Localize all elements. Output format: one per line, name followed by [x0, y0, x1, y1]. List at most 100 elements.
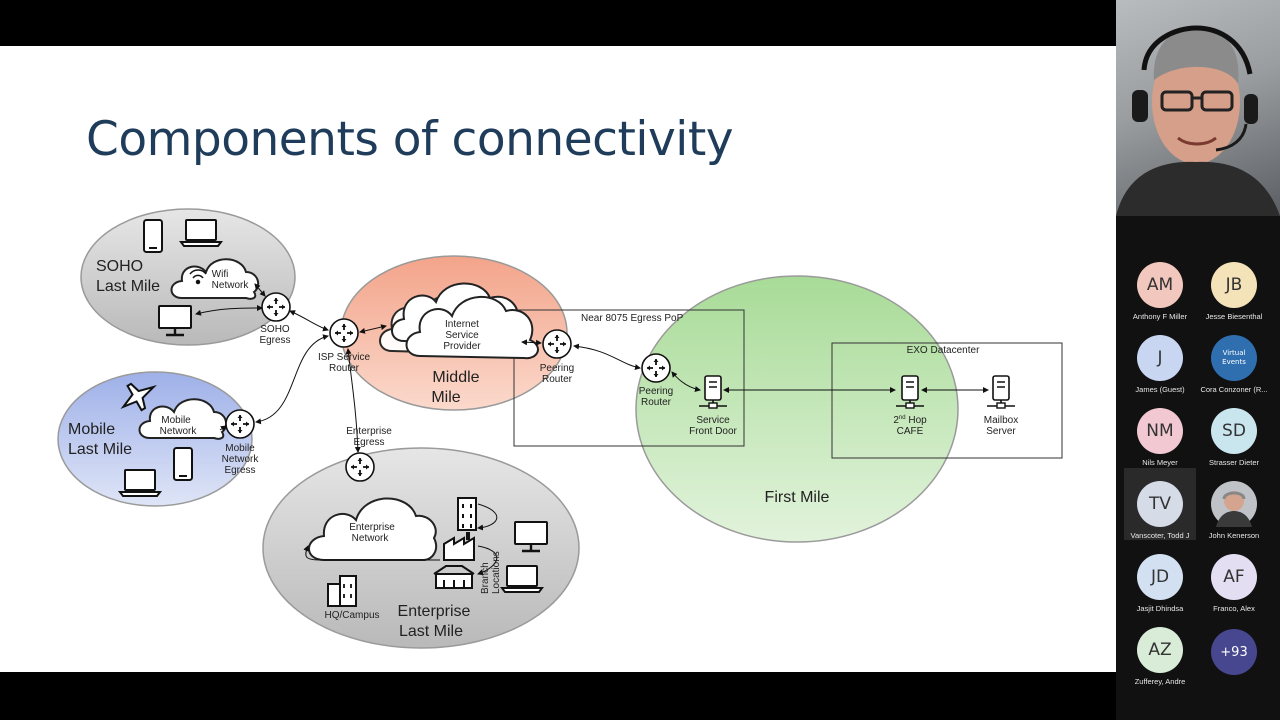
- participant-avatar[interactable]: JD: [1137, 554, 1183, 600]
- peering-router-1-label-2: Router: [542, 374, 573, 385]
- participant-tile[interactable]: JB Jesse Biesenthal: [1197, 262, 1271, 321]
- participant-name: Anthony F Miller: [1132, 312, 1188, 321]
- participant-tile[interactable]: AZ Zufferey, Andre: [1123, 627, 1197, 686]
- mailbox-label-2: Server: [986, 426, 1016, 437]
- enterprise-egress-router-icon: [345, 452, 375, 482]
- mobile-egress-label-2: Network: [222, 454, 260, 465]
- participant-tile[interactable]: AM Anthony F Miller: [1123, 262, 1197, 321]
- enterprise-egress-label-1: Enterprise: [346, 426, 392, 437]
- participant-avatar[interactable]: [1211, 481, 1257, 527]
- branch-label-2: Locations: [491, 551, 502, 594]
- participant-avatar[interactable]: NM: [1137, 408, 1183, 454]
- participant-name: Nils Meyer: [1142, 458, 1178, 467]
- first-mile-label: First Mile: [765, 489, 830, 506]
- mobile-label-2: Last Mile: [68, 441, 132, 458]
- participant-avatar[interactable]: J: [1137, 335, 1183, 381]
- participant-avatar[interactable]: SD: [1211, 408, 1257, 454]
- participant-name: Jasjit Dhindsa: [1136, 604, 1184, 613]
- enterprise-network-label-1: Enterprise: [349, 522, 395, 533]
- exo-datacenter-box: [831, 342, 1063, 459]
- mobile-network-label-2: Network: [160, 426, 198, 437]
- soho-label-1: SOHO: [96, 258, 143, 275]
- participant-avatar[interactable]: TV: [1137, 481, 1183, 527]
- participant-tile[interactable]: AF Franco, Alex: [1197, 554, 1271, 613]
- participant-name: Jesse Biesenthal: [1205, 312, 1263, 321]
- participant-tile[interactable]: TV Vanscoter, Todd J: [1123, 481, 1197, 540]
- enterprise-label-2: Last Mile: [399, 623, 463, 640]
- enterprise-cloud-icon: [308, 497, 438, 561]
- isp-cloud-icon: [379, 282, 539, 360]
- participant-name: Franco, Alex: [1213, 604, 1255, 613]
- mobile-network-label-1: Mobile: [161, 415, 191, 426]
- mobile-egress-router-icon: [225, 409, 255, 439]
- svg-text:Service: Service: [445, 330, 479, 341]
- participant-name: Vanscoter, Todd J: [1130, 531, 1190, 540]
- factory-icon: [443, 532, 475, 561]
- isp-service-router-icon: [329, 318, 359, 348]
- middle-mile-label-2: Mile: [431, 389, 460, 406]
- hq-campus-icon: [327, 575, 357, 607]
- soho-egress-router-icon: [261, 292, 291, 322]
- presentation-slide: Components of connectivity: [0, 46, 1116, 672]
- participant-avatar[interactable]: Virtual Events: [1211, 335, 1257, 381]
- soho-label-2: Last Mile: [96, 278, 160, 295]
- participant-name: John Kenerson: [1208, 531, 1260, 540]
- middle-mile-label-1: Middle: [432, 369, 479, 386]
- peering-router-2-label-1: Peering: [639, 386, 673, 397]
- mobile-label-1: Mobile: [68, 421, 115, 438]
- cafe-label-2: CAFE: [897, 426, 924, 437]
- isp-router-label-2: Router: [329, 363, 360, 374]
- enterprise-egress-label-2: Egress: [353, 437, 384, 448]
- isp-label: Internet Service Provider: [443, 319, 481, 352]
- participant-avatar[interactable]: AM: [1137, 262, 1183, 308]
- mailbox-server-icon: [986, 375, 1016, 409]
- exo-datacenter-label: EXO Datacenter: [907, 345, 980, 356]
- svg-text:Internet: Internet: [445, 319, 479, 330]
- participant-name: Cora Conzoner (R...: [1200, 385, 1268, 394]
- slide-title: Components of connectivity: [86, 112, 734, 167]
- more-participants-badge[interactable]: +93: [1211, 629, 1257, 675]
- enterprise-network-label-2: Network: [352, 533, 390, 544]
- peering-router-2-icon: [641, 353, 671, 383]
- soho-laptop-icon: [180, 219, 222, 247]
- participant-avatar[interactable]: AZ: [1137, 627, 1183, 673]
- participant-avatar[interactable]: JB: [1211, 262, 1257, 308]
- egress-pop-box: [513, 309, 745, 447]
- enterprise-laptop-icon: [501, 565, 543, 593]
- enterprise-label-1: Enterprise: [398, 603, 471, 620]
- presenter-video: [1116, 0, 1280, 216]
- participant-tile[interactable]: JD Jasjit Dhindsa: [1123, 554, 1197, 613]
- more-participants-button[interactable]: +93: [1197, 629, 1271, 675]
- peering-router-1-icon: [542, 329, 572, 359]
- connectivity-diagram: Internet Service Provider Middle Mile Wi…: [57, 208, 1063, 649]
- branch-label-1: Branch: [480, 562, 491, 594]
- store-icon: [433, 565, 475, 589]
- participant-name: Strasser Dieter: [1208, 458, 1259, 467]
- hq-label: HQ/Campus: [324, 610, 379, 621]
- participant-tile[interactable]: NM Nils Meyer: [1123, 408, 1197, 467]
- egress-pop-label: Near 8075 Egress PoP: [581, 313, 684, 324]
- mobile-cloud-icon: [138, 398, 228, 440]
- peering-router-2-label-2: Router: [641, 397, 672, 408]
- soho-phone-icon: [143, 219, 163, 253]
- mobile-egress-label-3: Egress: [224, 465, 255, 476]
- peering-router-1-label-1: Peering: [540, 363, 574, 374]
- participant-tile[interactable]: SD Strasser Dieter: [1197, 408, 1271, 467]
- participant-avatar[interactable]: AF: [1211, 554, 1257, 600]
- mailbox-label-1: Mailbox: [984, 415, 1018, 426]
- presenter-silhouette: [1116, 25, 1280, 216]
- airplane-icon: [120, 382, 157, 412]
- wifi-label-1: Wifi: [212, 269, 229, 280]
- soho-egress-label-2: Egress: [259, 335, 290, 346]
- front-door-label-1: Service: [696, 415, 730, 426]
- mobile-phone-icon: [173, 447, 193, 481]
- front-door-label-2: Front Door: [689, 426, 737, 437]
- isp-router-label-1: ISP Service: [318, 352, 370, 363]
- mobile-egress-label-1: Mobile: [225, 443, 255, 454]
- svg-text:Provider: Provider: [443, 341, 481, 352]
- cafe-label-1: 2nd Hop: [893, 415, 927, 426]
- participant-tile[interactable]: John Kenerson: [1197, 481, 1271, 540]
- participant-name: Zufferey, Andre: [1134, 677, 1186, 686]
